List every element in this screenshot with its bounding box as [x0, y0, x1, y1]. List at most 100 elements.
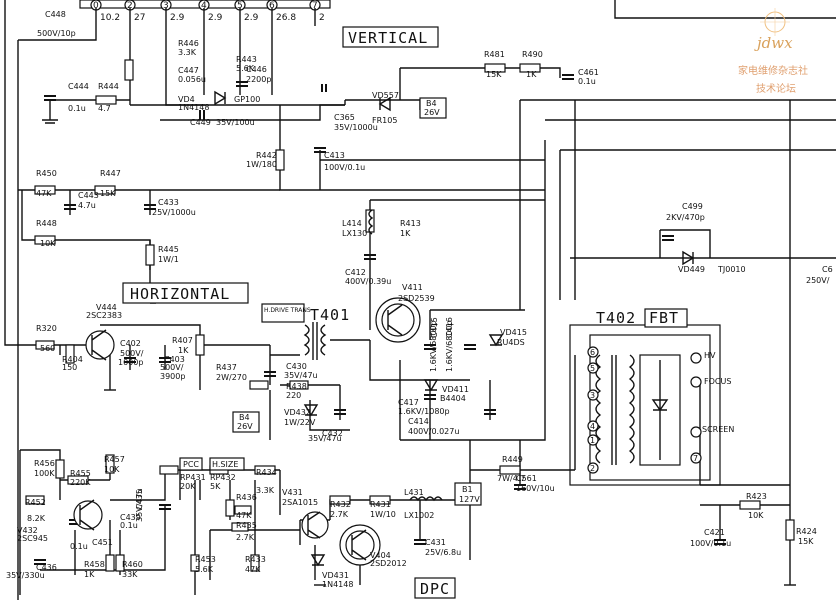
- t402-label: T402: [596, 309, 636, 327]
- component-designator: 47K: [245, 565, 261, 574]
- component-designator: 35V/1000u: [334, 123, 378, 132]
- vertical-label: VERTICAL: [348, 29, 428, 47]
- component-designator: 35V/47u: [308, 434, 342, 443]
- component-value: L414: [342, 219, 362, 228]
- component-value: C439: [120, 513, 141, 522]
- fbt-pin: [690, 452, 702, 464]
- component-designator: RU4DS: [497, 338, 525, 347]
- dpc-label: DPC: [420, 580, 450, 598]
- ic-pin-number: 0: [93, 1, 99, 11]
- component-designator: 5K: [210, 482, 221, 491]
- component-designator: C403: [164, 355, 185, 364]
- component-designator: 1W/10: [370, 510, 396, 519]
- component-value: C412: [345, 268, 366, 277]
- component-designator: C446: [246, 65, 267, 74]
- edge-fragment: 250V/: [806, 276, 830, 285]
- component-value: L431: [404, 488, 424, 497]
- drive-trans-label: H.DRIVE TRANS: [264, 307, 311, 314]
- component-designator: B4404: [440, 394, 466, 403]
- component-designator: 1W/180: [246, 160, 277, 169]
- watermark-logo: jdwx 家电维修杂志社 技术论坛: [738, 8, 808, 95]
- section-labels: VERTICAL HORIZONTAL DPC T401 T402 FBT H.…: [130, 29, 678, 598]
- component-value: R431: [370, 500, 391, 509]
- component-value: R449: [502, 455, 523, 464]
- component-value: C443: [78, 191, 99, 200]
- component-designator: 7W/4.7: [497, 474, 525, 483]
- wiring: [4, 0, 836, 600]
- component-value: V404: [370, 551, 391, 560]
- fbt-pin: [587, 362, 599, 374]
- component-designator: FR105: [372, 116, 397, 125]
- component-value: R435: [236, 521, 257, 530]
- component-designator: 2.7K: [236, 533, 255, 542]
- component-designator: 400V/0.39u: [345, 277, 391, 286]
- component-value: R432: [330, 500, 351, 509]
- component-value: VD557: [372, 91, 399, 100]
- component-designator: 35V/47u: [135, 488, 144, 522]
- watermark-brand: jdwx: [754, 34, 793, 52]
- ic-pin-voltage: 10.2: [100, 13, 120, 23]
- component-designator: C447: [178, 66, 199, 75]
- edge-fragment: C6: [822, 265, 833, 274]
- fbt-pin-number: 5: [590, 364, 595, 373]
- component-value: C432: [322, 429, 343, 438]
- component-designator: 1K: [400, 229, 411, 238]
- component-designator: 220: [286, 391, 301, 400]
- component-value: C444: [68, 82, 89, 91]
- fbt-pin-number: 3: [590, 391, 595, 400]
- component-value: 2200p: [246, 75, 271, 84]
- component-designator: 4.7: [98, 104, 111, 113]
- component-designator: 1.6KV/6800p: [429, 320, 438, 372]
- component-designator: 15K: [486, 70, 502, 79]
- component-value: 3.3K: [178, 48, 197, 57]
- component-value: R442: [256, 151, 277, 160]
- component-designator: R443: [236, 55, 257, 64]
- component-designator: R446: [178, 39, 199, 48]
- watermark-line2: 技术论坛: [756, 82, 796, 95]
- component-designator: 220K: [70, 478, 91, 487]
- component-value: 0.056u: [178, 75, 206, 84]
- t401-transformer: [303, 322, 327, 360]
- ic-pin-voltage: 27: [134, 13, 145, 23]
- component-designator: R407: [172, 336, 193, 345]
- component-designator: 47K: [236, 511, 252, 520]
- fbt-pin-number: 1: [590, 436, 595, 445]
- component-value: R450: [36, 169, 57, 178]
- component-value: C365: [334, 113, 355, 122]
- section-boxes: [122, 26, 688, 599]
- component-value: R447: [100, 169, 121, 178]
- fbt-output-label: SCREEN: [702, 425, 734, 434]
- component-value: VD411: [442, 385, 469, 394]
- component-value: R434: [256, 468, 277, 477]
- component-value: RP432: [210, 473, 236, 482]
- component-designator: 1W/1: [158, 255, 179, 264]
- component-value: 1N4148: [178, 103, 209, 112]
- ic-pin-voltage: 2.9: [244, 13, 259, 23]
- fbt-pin-number: 6: [590, 348, 595, 357]
- ic-pin-number: 6: [269, 1, 275, 11]
- component-designator: 25V/6.8u: [425, 548, 461, 557]
- component-designator: 4.7u: [78, 201, 96, 210]
- component-value: R456: [34, 459, 55, 468]
- component-value: C433: [158, 198, 179, 207]
- component-value: R423: [746, 492, 767, 501]
- component-designator: 1N4148: [322, 580, 353, 589]
- component-designator: 0.1u: [68, 104, 86, 113]
- component-value: R436: [236, 493, 257, 502]
- component-value: R455: [70, 469, 91, 478]
- component-value: C561: [516, 474, 537, 483]
- component-designator: 35V/330u: [6, 571, 45, 580]
- component-value: C436: [36, 563, 57, 572]
- component-value: C414: [408, 417, 429, 426]
- component-designator: LX130: [342, 229, 367, 238]
- component-value: C402: [120, 339, 141, 348]
- ic-pin-voltage: 2: [319, 13, 325, 23]
- ic-pin-number: 7: [312, 1, 318, 11]
- component-designator: 3900p: [160, 372, 185, 381]
- component-value: 500V/: [160, 363, 184, 372]
- component-designator: 0.1u: [120, 521, 138, 530]
- fbt-pin: [587, 420, 599, 432]
